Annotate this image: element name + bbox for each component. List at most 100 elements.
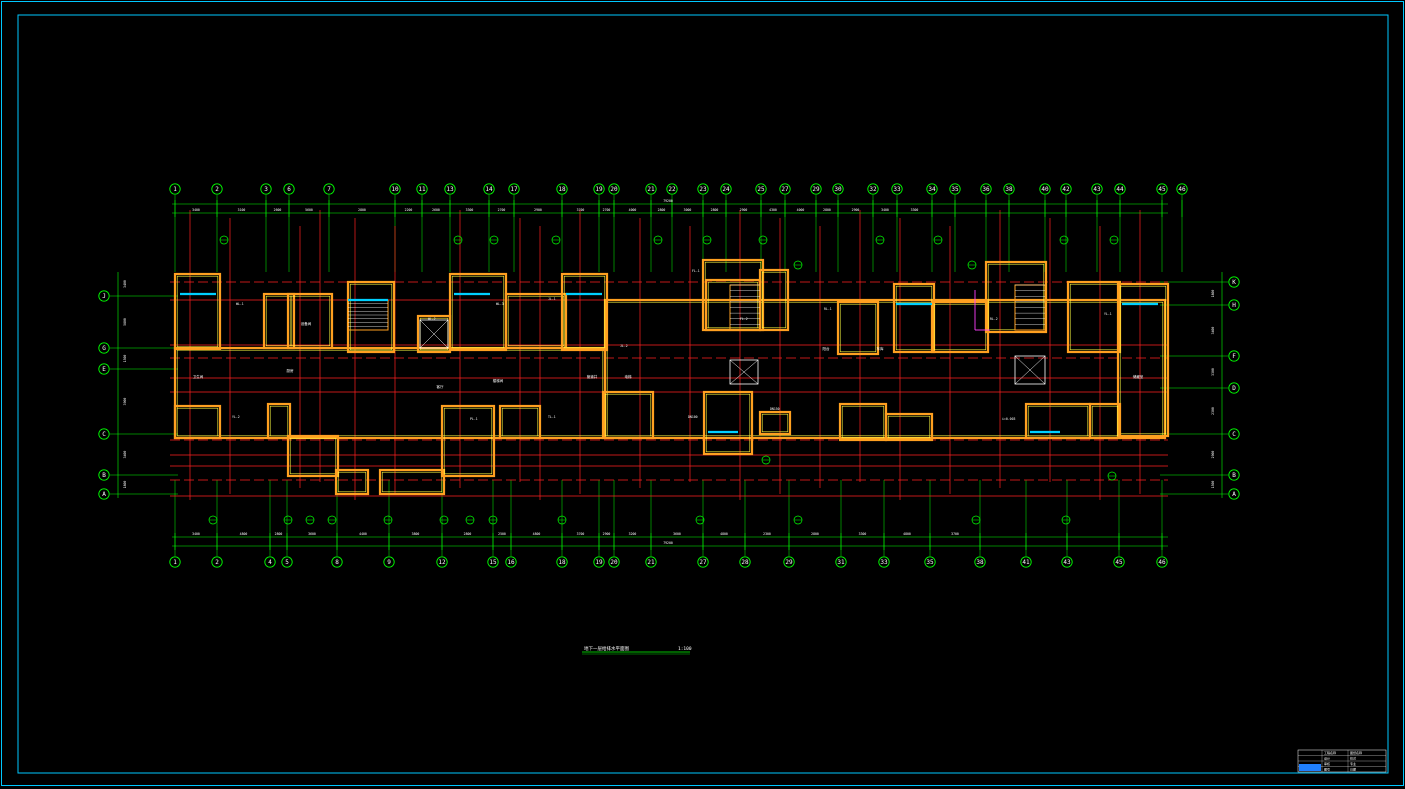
grid-bubble-top-label: 17 <box>510 186 518 193</box>
room-label: 客厅 <box>437 384 445 389</box>
dim-text-top: 3400 <box>881 208 889 212</box>
room-label: 卫生间 <box>193 374 204 379</box>
wall-room-lower <box>286 434 340 478</box>
grid-bubble-bottom <box>264 556 276 568</box>
elevator-shaft <box>419 319 449 349</box>
dim-text-bottom: 2900 <box>603 532 611 536</box>
wall-room-upper <box>448 272 508 352</box>
grid-bubble-top-label: 27 <box>781 186 789 193</box>
grid-bubble-top <box>608 183 620 195</box>
grid-bubble-right-label: D <box>1232 385 1236 392</box>
grid-bubble-top-label: 46 <box>1178 186 1186 193</box>
wall-room-upper <box>930 300 990 354</box>
grid-bubble-left-label: A <box>102 491 106 498</box>
grid-bubble-top-label: 34 <box>928 186 936 193</box>
grid-bubble-top-label: 14 <box>485 186 493 193</box>
wall-room-upper-inner <box>176 275 219 348</box>
grid-bubble-right-label: K <box>1232 279 1236 286</box>
grid-bubble-top-label: 43 <box>1093 186 1101 193</box>
grid-bubble-top-label: 20 <box>610 186 618 193</box>
grid-bubble-left <box>98 290 110 302</box>
grid-bubble-bottom-label: 29 <box>785 559 793 566</box>
pipe-tag: YL-2 <box>232 415 240 419</box>
grid-bubble-top-label: 24 <box>722 186 730 193</box>
dim-text-bottom: 2800 <box>275 532 283 536</box>
grid-bubble-top <box>444 183 456 195</box>
dim-text-top: 2800 <box>823 208 831 212</box>
wall-room-lower-inner <box>176 407 219 437</box>
drawing-title: 地下一层给排水平面图 1:100 <box>582 645 692 655</box>
grid-bubble-top-label: 40 <box>1041 186 1049 193</box>
grid-bubble-right <box>1228 350 1240 362</box>
wall-room-lower-inner <box>289 437 337 475</box>
dim-text-left: 3400 <box>123 280 127 288</box>
grid-bubble-bottom <box>739 556 751 568</box>
grid-bubble-top <box>211 183 223 195</box>
wall-room-lower-inner <box>1091 405 1119 437</box>
grid-bubble-right <box>1228 428 1240 440</box>
grid-bubble-top <box>416 183 428 195</box>
wall-room-upper-inner <box>507 295 565 347</box>
pipe-tag: WL-1 <box>236 302 244 306</box>
grid-bubble-top-label: 38 <box>1005 186 1013 193</box>
grid-bubble-left <box>98 469 110 481</box>
grid-bubble-top-label: 45 <box>1158 186 1166 193</box>
drawing-scale-text: 1:100 <box>678 646 692 652</box>
grid-bubble-bottom <box>556 556 568 568</box>
dim-text-top: 2900 <box>534 208 542 212</box>
room-label: 储藏室 <box>1133 374 1144 379</box>
elevator-cross <box>1014 355 1046 385</box>
wall-room-lower <box>601 390 655 440</box>
grid-bubble-left <box>98 342 110 354</box>
pipe-tag: TL-1 <box>548 415 556 419</box>
grid-bubble-left-label: C <box>102 431 106 438</box>
dim-text-top: 2600 <box>274 208 282 212</box>
pipe-tag: FL-1 <box>692 269 700 273</box>
grid-bubble-bottom <box>331 556 343 568</box>
wall-room-upper <box>560 272 609 352</box>
overall-dim-bottom: 79200 <box>663 541 673 545</box>
dim-text-right: 2300 <box>1211 407 1215 415</box>
dim-text-top: 3100 <box>238 208 246 212</box>
dim-text-top: 3700 <box>577 208 585 212</box>
grid-bubble-top <box>891 183 903 195</box>
wall-room-upper-inner <box>349 283 393 351</box>
pipe-tag: JL-2 <box>620 344 628 348</box>
grid-bubble-top <box>926 183 938 195</box>
grid-bubble-bottom-label: 21 <box>647 559 655 566</box>
pipe-tag: RL-2 <box>990 317 998 321</box>
grid-bubble-top <box>1176 183 1188 195</box>
wall-room-upper-inner <box>1069 283 1119 351</box>
grid-bubble-top-label: 35 <box>951 186 959 193</box>
wall-room-lower <box>173 404 222 440</box>
wall-room-upper <box>1066 280 1122 354</box>
elevator-shaft <box>729 359 759 385</box>
elevator-cross <box>419 319 449 349</box>
wall-room-upper-inner <box>265 295 293 347</box>
dim-text-top: 2900 <box>740 208 748 212</box>
grid-bubble-left-label: E <box>102 366 106 373</box>
dim-text-bottom: 3800 <box>412 532 420 536</box>
wall-room-upper <box>984 260 1048 334</box>
grid-bubble-top <box>323 183 335 195</box>
grid-bubble-bottom-label: 8 <box>335 559 339 566</box>
grid-bubble-top-label: 44 <box>1116 186 1124 193</box>
grid-bubble-top-label: 10 <box>391 186 399 193</box>
grid-bubble-bottom-label: 18 <box>558 559 566 566</box>
wall-room-lower-inner <box>761 413 789 433</box>
grid-bubble-top-label: 19 <box>595 186 603 193</box>
title-block-text: 审核 <box>1324 761 1330 766</box>
grid-bubble-top <box>1114 183 1126 195</box>
grid-bubble-bottom <box>608 556 620 568</box>
dim-text-bottom: 4800 <box>720 532 728 536</box>
grid-bubble-bottom-label: 41 <box>1022 559 1030 566</box>
grid-bubble-bottom-label: 35 <box>926 559 934 566</box>
grid-bubble-bottom <box>645 556 657 568</box>
grid-bubble-bottom <box>783 556 795 568</box>
wall-room-lower <box>702 390 754 456</box>
grid-bubble-bottom-label: 46 <box>1158 559 1166 566</box>
dim-text-top: 2800 <box>358 208 366 212</box>
grid-bubble-top <box>260 183 272 195</box>
wall-room-upper-inner <box>563 275 606 349</box>
